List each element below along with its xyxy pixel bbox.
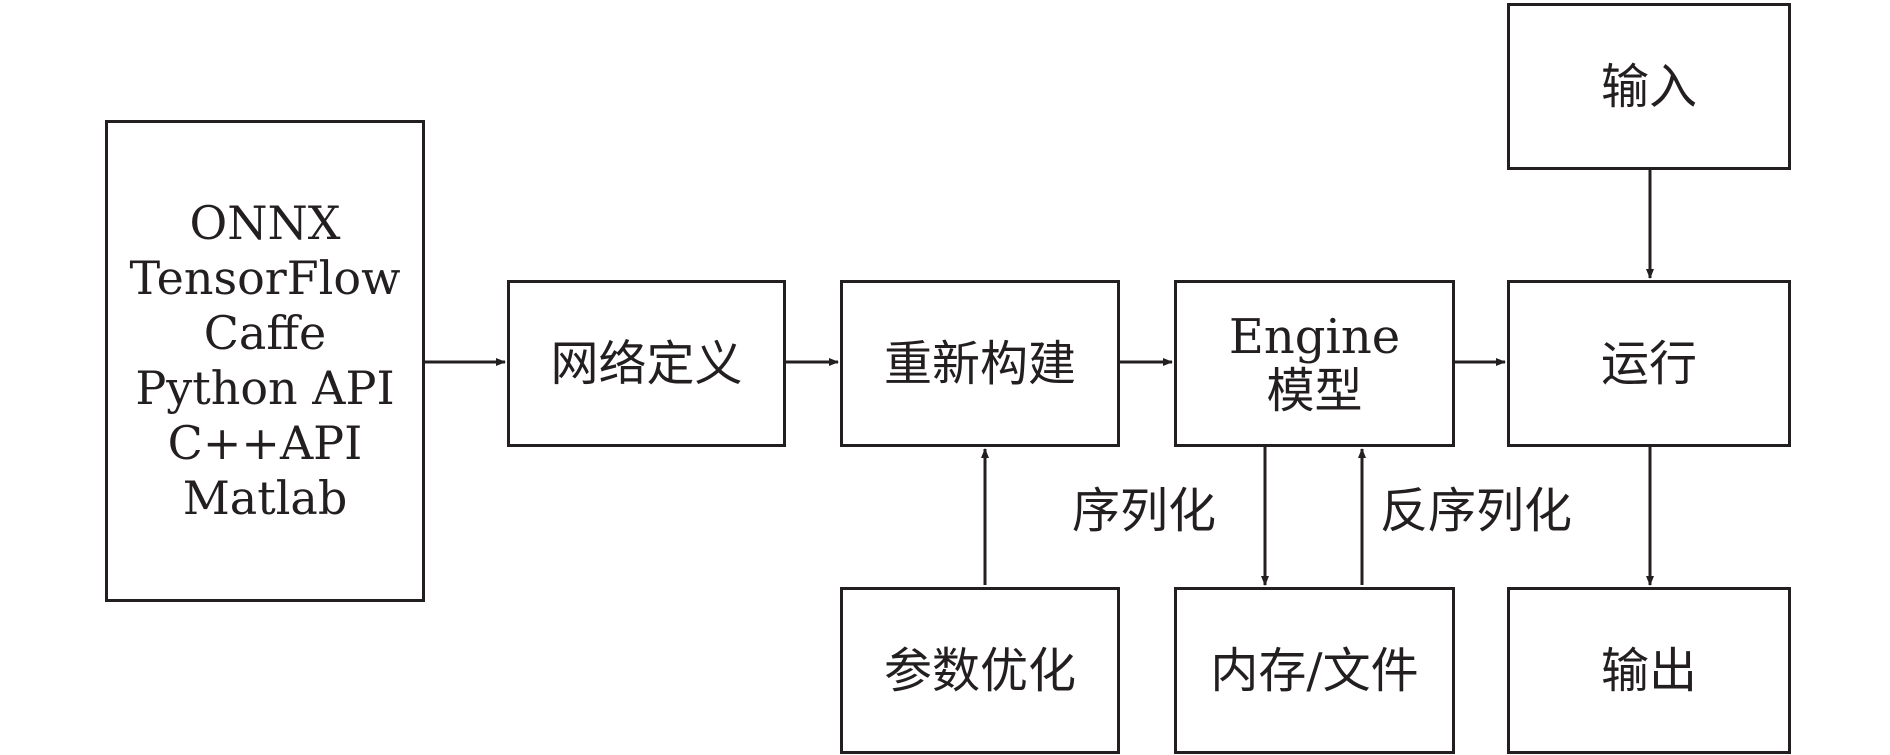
source-item-caffe: Caffe xyxy=(203,306,327,360)
source-item-matlab: Matlab xyxy=(182,471,348,525)
source-item-tensorflow: TensorFlow xyxy=(129,251,401,305)
output-box: 输出 xyxy=(1507,587,1791,754)
memory-file-label: 内存/文件 xyxy=(1210,642,1419,699)
engine-label-line1: Engine xyxy=(1228,308,1401,365)
source-item-python-api: Python API xyxy=(135,361,395,415)
source-item-cpp-api: C++API xyxy=(167,416,363,470)
output-label: 输出 xyxy=(1600,642,1697,699)
source-item-onnx: ONNX xyxy=(189,196,341,250)
network-definition-label: 网络定义 xyxy=(550,335,743,392)
memory-file-box: 内存/文件 xyxy=(1174,587,1455,754)
network-definition-box: 网络定义 xyxy=(507,280,786,447)
input-label: 输入 xyxy=(1600,58,1697,115)
source-frameworks-box: ONNX TensorFlow Caffe Python API C++API … xyxy=(105,120,425,602)
param-optimization-box: 参数优化 xyxy=(840,587,1120,754)
engine-label-line2: 模型 xyxy=(1266,362,1363,419)
source-frameworks-list: ONNX TensorFlow Caffe Python API C++API … xyxy=(130,196,401,526)
serialize-label: 序列化 xyxy=(1072,483,1217,539)
rebuild-label: 重新构建 xyxy=(883,335,1076,392)
deserialize-label: 反序列化 xyxy=(1380,483,1573,539)
input-box: 输入 xyxy=(1507,3,1791,170)
run-box: 运行 xyxy=(1507,280,1791,447)
engine-model-box: Engine 模型 xyxy=(1174,280,1455,447)
run-label: 运行 xyxy=(1600,335,1697,392)
rebuild-box: 重新构建 xyxy=(840,280,1120,447)
param-optimization-label: 参数优化 xyxy=(883,642,1076,699)
